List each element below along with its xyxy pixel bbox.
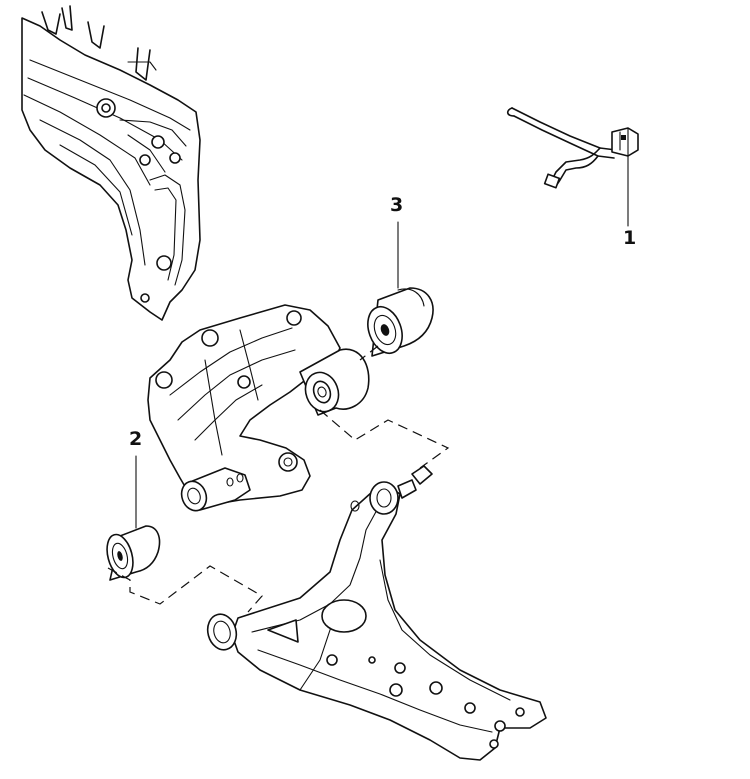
bush-3 xyxy=(367,221,434,357)
bush-2 xyxy=(106,455,161,581)
lower-control-arm xyxy=(206,465,547,761)
control-arm-bracket xyxy=(147,304,370,512)
assembly-lines xyxy=(107,345,450,613)
callout-number-2: 2 xyxy=(129,428,143,450)
stabilizer-bush-1 xyxy=(611,127,639,227)
callout-number-3: 3 xyxy=(390,194,404,216)
subframe xyxy=(21,5,201,321)
callout-number-1: 1 xyxy=(623,227,637,249)
stabilizer-bar xyxy=(506,107,617,189)
